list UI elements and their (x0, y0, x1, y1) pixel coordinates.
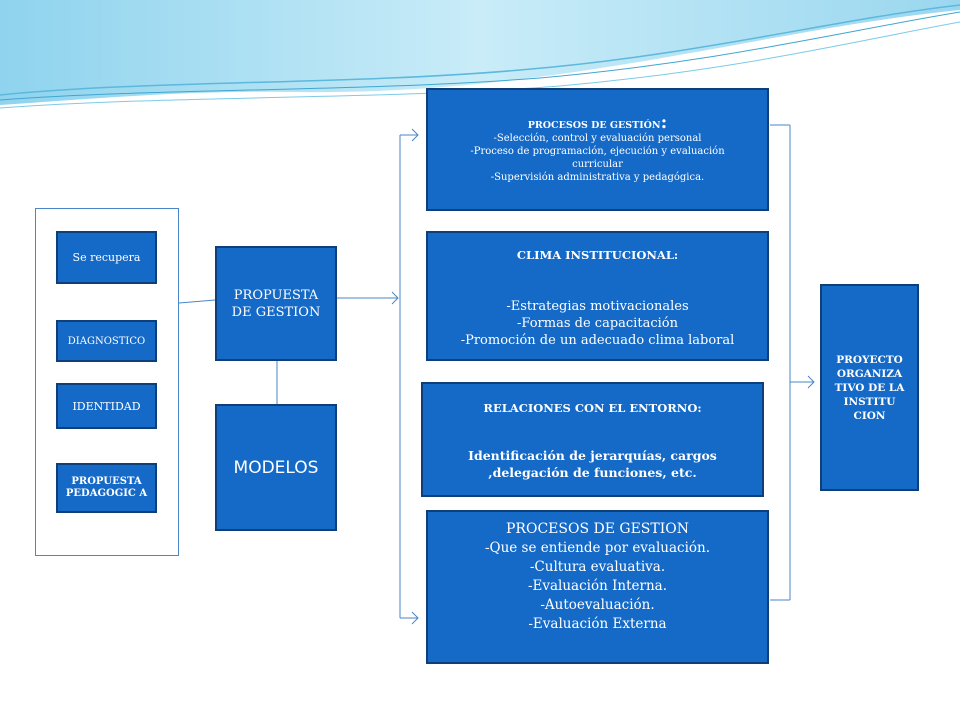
procesos-gestion-2-line: -Evaluación Interna. (527, 578, 668, 594)
left-item-diagnostico: DIAGNOSTICO (56, 320, 157, 362)
left-item-label: Se recupera (72, 251, 141, 264)
procesos-gestion-1-line: -Proceso de programación, ejecución y ev… (470, 145, 725, 170)
clima-line: -Promoción de un adecuado clima laboral (460, 333, 735, 348)
proyecto-organizativo-box: PROYECTO ORGANIZA TIVO DE LA INSTITU CIO… (820, 284, 919, 491)
clima-institucional-box: CLIMA INSTITUCIONAL: -Estrategias motiva… (426, 231, 769, 361)
procesos-gestion-2-line: -Evaluación Externa (528, 616, 667, 632)
proyecto-label: PROYECTO ORGANIZA TIVO DE LA INSTITU CIO… (834, 353, 905, 422)
procesos-gestion-box-2: PROCESOS DE GESTION -Que se entiende por… (426, 510, 769, 664)
left-item-se-recupera: Se recupera (56, 231, 157, 284)
left-item-propuesta-pedagogica: PROPUESTA PEDAGOGIC A (56, 463, 157, 513)
clima-line: -Estrategias motivacionales (506, 299, 689, 314)
procesos-gestion-2-line: -Cultura evaluativa. (529, 559, 666, 575)
procesos-gestion-1-line: -Selección, control y evaluación persona… (493, 132, 702, 144)
procesos-gestion-2-line: -Autoevaluación. (540, 597, 655, 613)
relaciones-entorno-box: RELACIONES CON EL ENTORNO: Identificació… (421, 382, 764, 497)
modelos-label: MODELOS (233, 457, 319, 478)
left-item-label: DIAGNOSTICO (67, 335, 146, 347)
left-item-label: IDENTIDAD (72, 399, 141, 413)
relaciones-line: Identificación de jerarquías, cargos (468, 448, 717, 463)
left-item-identidad: IDENTIDAD (56, 383, 157, 429)
propuesta-label: PROPUESTA DE GESTION (231, 287, 321, 320)
clima-line: -Formas de capacitación (517, 316, 678, 331)
propuesta-de-gestion-box: PROPUESTA DE GESTION (215, 246, 337, 361)
procesos-gestion-1-title: PROCESOS DE GESTIÓN (527, 119, 661, 131)
left-item-label: PROPUESTA PEDAGOGIC A (65, 476, 148, 499)
procesos-gestion-2-line: -Que se entiende por evaluación. (484, 540, 711, 556)
relaciones-line: ,delegación de funciones, etc. (488, 465, 697, 480)
left-group-frame (35, 208, 179, 556)
procesos-gestion-2-title: PROCESOS DE GESTION (506, 521, 689, 537)
procesos-gestion-1-colon: : (660, 111, 668, 133)
procesos-gestion-box-1: PROCESOS DE GESTIÓN: -Selección, control… (426, 88, 769, 211)
clima-title: CLIMA INSTITUCIONAL: (516, 248, 679, 262)
procesos-gestion-1-line: -Supervisión administrativa y pedagógica… (490, 171, 705, 183)
modelos-box: MODELOS (215, 404, 337, 531)
header-wave-decoration (0, 0, 960, 109)
relaciones-title: RELACIONES CON EL ENTORNO: (483, 401, 702, 415)
